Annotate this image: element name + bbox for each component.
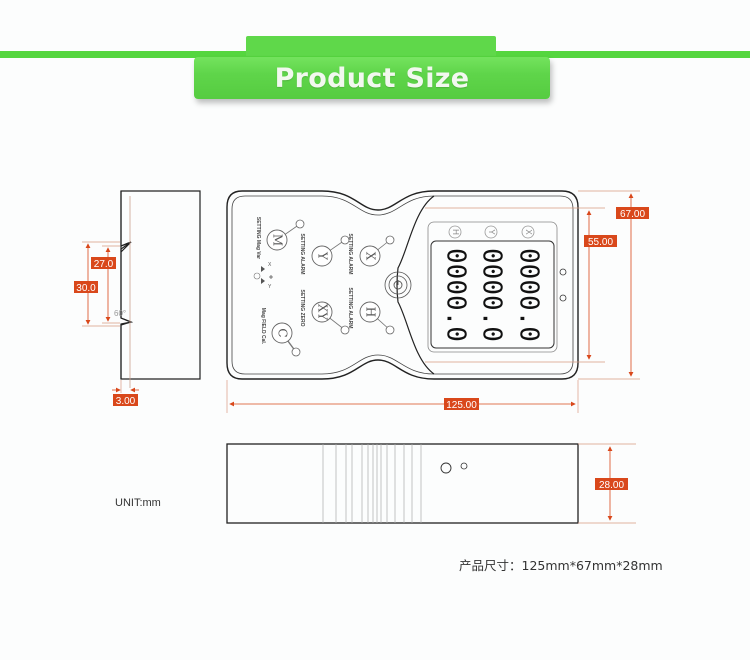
svg-text:H: H [451,229,460,235]
key-xy[interactable]: XY SETTING ZERO [299,290,350,335]
key-label: SETTING ALARM [299,234,305,275]
key-label: SETTING ZERO [299,290,305,327]
axis-orientation-icon: X Y [253,262,273,290]
dim-label-28: 28.00 [599,480,624,491]
key-h[interactable]: H SETTING ALARM [347,288,395,335]
key-y[interactable]: Y SETTING ALARM [299,234,350,275]
dim-label-3: 3.00 [116,396,136,407]
svg-text:0000.0: 0000.0 [441,248,471,342]
display-reading: 0000.0 [441,248,471,342]
dim-label-67: 67.00 [620,209,645,220]
header-tab-decoration [246,36,496,56]
key-label: SETTING Mag Var [255,217,261,259]
svg-text:X: X [524,229,533,235]
dim-box-3 [113,394,138,406]
axis-icon-x: X [521,225,535,239]
dim-box-28 [595,478,628,490]
display-screen [430,240,555,349]
svg-text:Y: Y [268,284,272,290]
axis-icon-h: H [448,225,462,239]
side-profile [120,190,201,380]
dim-box-67 [616,207,649,219]
key-x[interactable]: X SETTING ALARM [347,234,395,275]
dim-box-27 [91,257,116,269]
title-banner: Product Size [194,57,550,99]
key-c[interactable]: C Mag FIELD Cal. [260,308,301,357]
display-reading: 0000.0 [514,248,544,342]
svg-text:X: X [364,252,378,261]
svg-text:H: H [364,307,378,317]
key-label: SETTING ALARM [347,288,353,329]
indicator-led [559,294,567,302]
dim-label-30: 30.0 [76,283,96,294]
display-reading: 0000.0 [477,248,507,342]
bottom-profile [226,443,579,524]
dim-label-55: 55.00 [588,237,613,248]
unit-label: UNIT:mm [115,497,161,509]
svg-text:0000.0: 0000.0 [514,248,544,342]
dim-box-125 [444,398,479,410]
display-frame [427,221,558,353]
dim-box-55 [584,235,617,247]
dim-box-30 [74,281,98,293]
dim-label-125: 125.00 [446,400,477,411]
angle-label: 60° [114,309,126,318]
key-m[interactable]: M SETTING Mag Var [255,217,305,259]
key-label: SETTING ALARM [347,234,353,275]
svg-text:Y: Y [487,229,496,235]
dim-label-27: 27.0 [94,259,114,270]
svg-text:Y: Y [316,251,330,261]
indicator-led [559,268,567,276]
svg-text:X: X [268,262,272,268]
axis-icon-y: Y [484,225,498,239]
power-button[interactable] [384,271,412,299]
side-view: 27.0 30.0 60° 3.00 [74,190,201,407]
spec-label: 产品尺寸：125mm*67mm*28mm [459,558,663,573]
svg-text:C: C [276,328,290,337]
key-label: Mag FIELD Cal. [260,308,266,345]
page-title: Product Size [274,62,470,94]
svg-text:M: M [271,234,285,246]
svg-text:0000.0: 0000.0 [477,248,507,342]
device-outline [226,190,579,380]
bottom-view: 28.00 [226,443,636,524]
svg-text:XY: XY [316,304,330,322]
